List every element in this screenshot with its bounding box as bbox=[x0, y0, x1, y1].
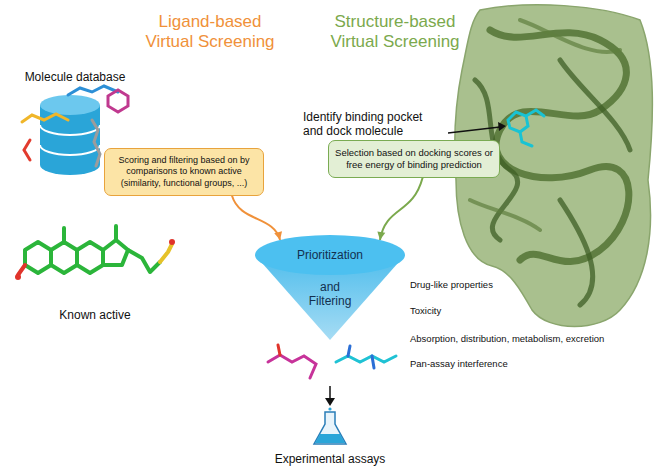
flow-connector bbox=[380, 178, 423, 240]
icon-label: Experimental assays bbox=[240, 452, 420, 466]
icon-label: Known active bbox=[40, 308, 150, 322]
icon-label: Molecule database bbox=[15, 70, 135, 84]
process-box: Selection based on docking scores or fre… bbox=[328, 140, 500, 178]
box-text: Scoring and filtering based on by compar… bbox=[110, 155, 258, 189]
process-box: Scoring and filtering based on by compar… bbox=[104, 148, 264, 196]
funnel-label: Prioritization bbox=[255, 248, 405, 262]
section-heading: Ligand-based Virtual Screening bbox=[133, 12, 287, 53]
arrow-head bbox=[274, 231, 282, 240]
flow-arrow bbox=[329, 386, 331, 400]
filter-criterion: Absorption, distribution, metabolism, ex… bbox=[410, 333, 655, 344]
filter-criterion: Pan-assay interference bbox=[410, 358, 655, 369]
filter-funnel: Prioritization and Filtering bbox=[255, 235, 405, 345]
flask-icon bbox=[314, 407, 346, 444]
section-heading: Structure-based Virtual Screening bbox=[315, 12, 475, 53]
filter-criterion: Drug-like properties bbox=[410, 279, 655, 290]
box-text: Selection based on docking scores or fre… bbox=[334, 147, 494, 171]
filter-criterion: Toxicity bbox=[410, 305, 655, 316]
funnel-label: and Filtering bbox=[300, 280, 360, 308]
filtered-molecules bbox=[268, 345, 396, 378]
oxygen-atom bbox=[15, 274, 21, 280]
callout-label: Identify binding pocket and dock molecul… bbox=[303, 110, 445, 139]
oxygen-atom bbox=[169, 239, 175, 245]
arrow-head bbox=[325, 398, 335, 406]
flow-connector bbox=[232, 196, 280, 240]
steroid-molecule bbox=[18, 226, 172, 275]
arrow-head bbox=[377, 231, 385, 240]
